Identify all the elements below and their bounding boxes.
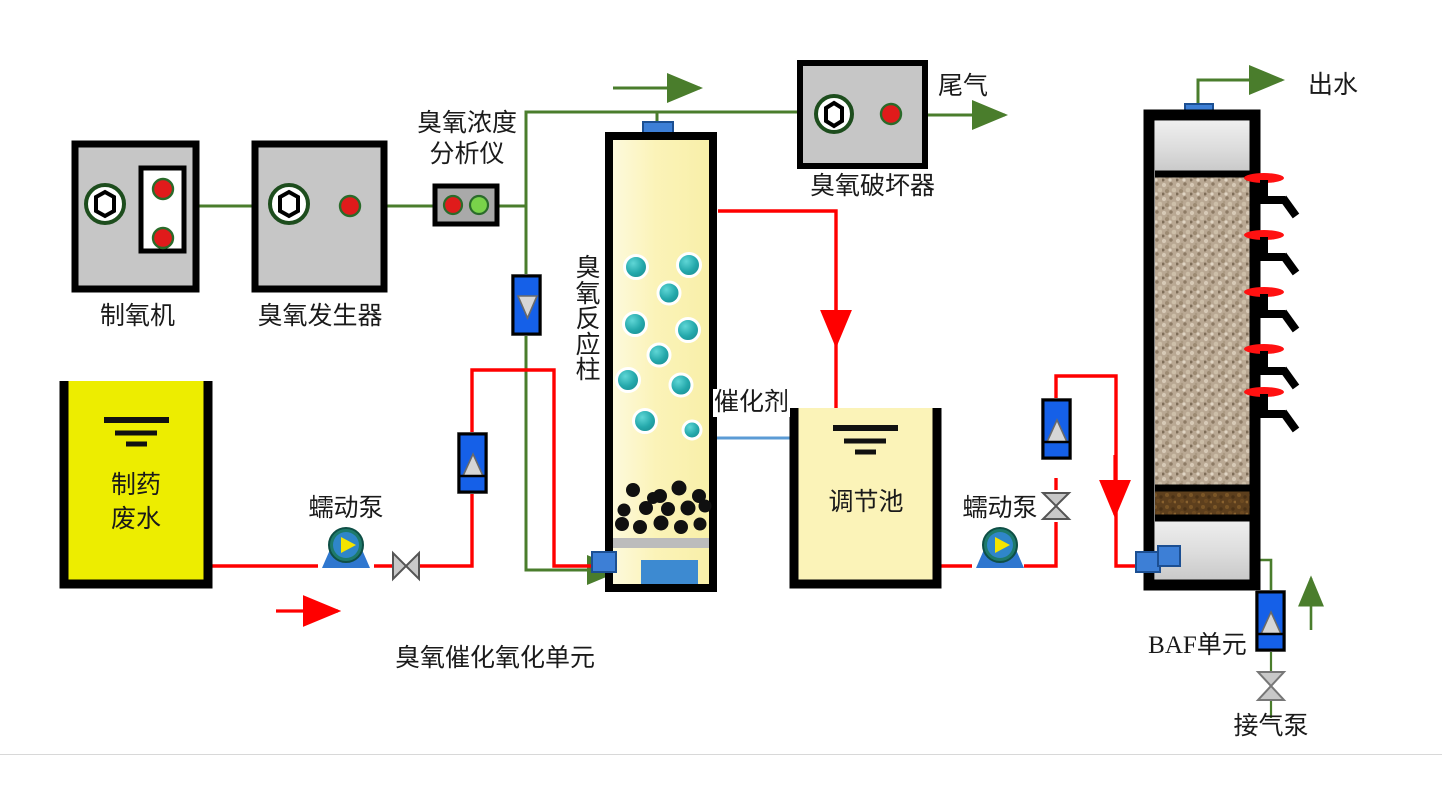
baf-air-rotameter[interactable] (1255, 590, 1286, 652)
wastewater-tank[interactable] (59, 381, 213, 589)
col-char-2: 反 (575, 306, 601, 333)
col-char-0: 臭 (575, 255, 601, 282)
indicator-light-green (468, 194, 490, 216)
ozone-destructor-knob-icon (814, 94, 854, 134)
sampling-tap-icon[interactable] (1244, 287, 1300, 333)
label-peristaltic-pump-2: 蠕动泵 (962, 495, 1038, 522)
baf-sampling-taps[interactable] (1244, 173, 1300, 433)
label-pharma-wastewater-line2: 废水 (110, 506, 161, 533)
sampling-tap-icon[interactable] (1244, 387, 1300, 433)
label-ozone-analyzer-line2: 分析仪 (429, 141, 505, 168)
indicator-light-red (338, 194, 362, 218)
equalization-tank[interactable] (789, 408, 942, 589)
water-level-symbol (104, 417, 169, 447)
baf-feed-butterfly-valve[interactable] (1040, 492, 1072, 520)
ozone-generator-knob-icon (268, 183, 310, 225)
water-level-symbol (833, 425, 898, 455)
label-baf-unit: BAF单元 (1148, 632, 1247, 659)
label-peristaltic-pump-1: 蠕动泵 (308, 495, 384, 522)
water-pipe-column-to-equalization (718, 209, 852, 430)
label-ozone-catalytic-oxidation-unit: 臭氧催化氧化单元 (394, 645, 595, 672)
label-ozone-destructor: 臭氧破坏器 (809, 173, 935, 200)
label-pharma-wastewater-line1: 制药 (110, 472, 161, 499)
gas-pipe-ozone-to-column-sparger (524, 206, 623, 585)
col-char-3: 应 (575, 331, 601, 359)
column-water-inlet-fitting (591, 551, 617, 573)
sampling-tap-icon[interactable] (1244, 344, 1300, 390)
ozone-reaction-column[interactable] (591, 121, 717, 592)
baf-water-inlet-fitting (1135, 551, 1161, 573)
label-air-pump-connection: 接气泵 (1233, 713, 1309, 740)
label-ozone-generator: 臭氧发生器 (257, 303, 383, 330)
baf-air-butterfly-valve[interactable] (1255, 671, 1287, 701)
gas-diffuser-icon (641, 560, 698, 584)
ozone-generator[interactable] (251, 140, 388, 293)
feed-water-rotameter[interactable] (457, 432, 488, 494)
ozone-destructor[interactable] (797, 60, 928, 169)
label-effluent: 出水 (1308, 72, 1359, 99)
indicator-light-red (442, 194, 464, 216)
oxygen-generator-knob-icon (84, 183, 126, 225)
ozone-bubbles (615, 252, 703, 441)
oxygen-generator[interactable] (71, 140, 200, 293)
label-oxygen-generator: 制氧机 (99, 303, 175, 330)
label-tail-gas: 尾气 (938, 73, 989, 100)
sampling-tap-icon[interactable] (1244, 173, 1300, 219)
baf-air-inlet-fitting (1157, 545, 1181, 567)
water-pipe-wastewater-to-column (208, 368, 592, 568)
ozone-gas-rotameter[interactable] (511, 274, 542, 336)
label-ozone-analyzer-line1: 臭氧浓度 (416, 110, 517, 137)
indicator-light-red (879, 102, 903, 126)
label-equalization-tank: 调节池 (828, 489, 904, 516)
label-catalyst: 催化剂 (713, 389, 791, 417)
water-pipe-equalization-to-baf (938, 374, 1140, 568)
baf-feed-rotameter[interactable] (1041, 398, 1072, 460)
indicator-light-red (151, 177, 175, 201)
ozone-analyzer[interactable] (432, 183, 500, 227)
baf-column[interactable] (1135, 103, 1261, 591)
gas-pipe-baf-effluent (1196, 65, 1285, 110)
gas-pipe-header-to-destructor (524, 110, 800, 206)
footer-divider (0, 754, 1442, 755)
peristaltic-pump-1[interactable] (322, 527, 370, 568)
col-char-1: 氧 (575, 280, 601, 308)
indicator-light-red (151, 226, 175, 250)
sampling-tap-icon[interactable] (1244, 230, 1300, 276)
support-plate (613, 538, 709, 548)
feed-butterfly-valve[interactable] (392, 550, 420, 582)
label-ozone-reaction-column: 臭 氧 反 应 柱 (573, 256, 603, 384)
col-char-4: 柱 (575, 357, 601, 384)
catalyst-bed (615, 480, 712, 534)
peristaltic-pump-2[interactable] (976, 527, 1024, 568)
